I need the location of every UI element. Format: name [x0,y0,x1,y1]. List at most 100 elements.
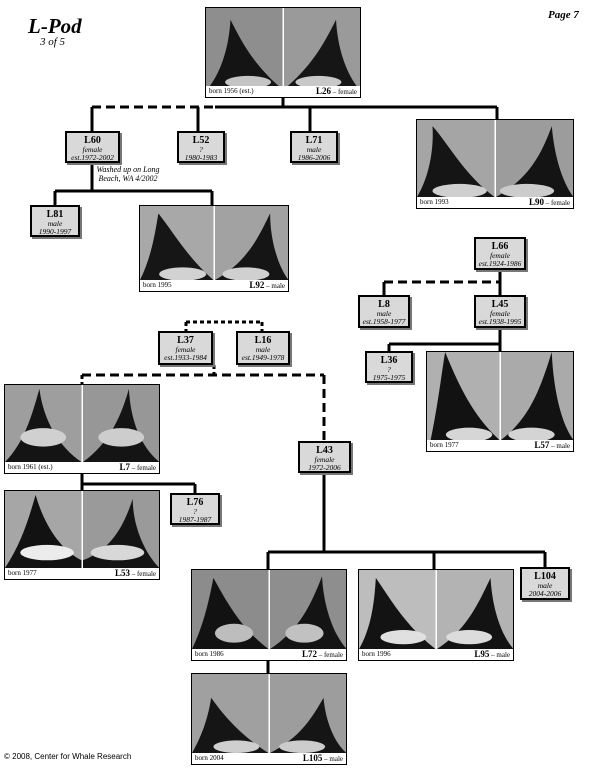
fin-photo-right [269,674,346,753]
page-title: L-Pod [28,14,82,38]
fin-photo-left [140,206,215,280]
fin-photo-right [82,385,159,462]
box-id: L16 [254,335,272,346]
fin-photo-left [192,570,270,649]
box-sex: female [314,455,335,464]
box-sex: male [537,581,553,590]
whale-id: L95 [474,649,490,659]
box-years: est.1924-1986 [478,259,522,268]
box-L71: L71 male 1986-2006 [290,131,338,163]
whale-id: L53 [114,568,130,578]
box-L52: L52 ? 1980-1983 [177,131,225,163]
born-text: born 1977 [8,569,37,577]
photo-L72: born 1986 L72 – female [191,569,347,661]
whale-sex: – female [318,651,343,659]
box-sex: male [47,219,63,228]
box-id: L71 [305,135,323,146]
whale-id: L57 [534,440,550,450]
fin-photo-right [82,491,159,568]
box-sex: male [255,345,271,354]
fin-photo-right [500,352,573,440]
box-years: 1987-1987 [178,515,212,524]
whale-id: L105 [302,753,323,763]
born-text: born 1977 [430,441,459,449]
whale-id: L7 [119,462,130,472]
copyright: © 2008, Center for Whale Research [4,752,132,761]
box-id: L104 [534,571,556,582]
box-id: L52 [192,135,210,146]
box-sex: female [490,251,510,260]
fin-photo-right [269,570,346,649]
box-years: est.1938-1995 [478,317,522,326]
photo-L53: born 1977 L53 – female [4,490,160,580]
box-L66: L66 female est.1924-1986 [474,237,526,270]
box-sex: ? [387,365,391,374]
fin-photo-left [427,352,501,440]
box-years: 1986-2006 [297,153,331,162]
whale-sex: – female [332,88,357,96]
box-years: est.1949-1978 [241,353,285,362]
box-sex: ? [193,507,197,516]
box-L76: L76 ? 1987-1987 [170,493,220,525]
box-sex: male [306,145,322,154]
box-years: 1990-1997 [38,227,72,236]
box-L45: L45 female est.1938-1995 [474,295,526,328]
box-id: L76 [186,497,204,508]
fin-photo-left [417,120,496,197]
box-sex: ? [199,145,203,154]
box-years: 2004-2006 [528,589,562,598]
box-L104: L104 male 2004-2006 [520,567,570,600]
box-sex: female [490,309,510,318]
fin-photo-left [359,570,437,649]
whale-id: L90 [528,197,544,207]
box-sex: female [82,145,103,154]
box-id: L36 [380,355,398,366]
box-years: 1975-1975 [372,373,406,382]
whale-sex: – female [131,570,156,578]
born-text: born 1996 [362,650,391,658]
whale-sex: – male [266,282,285,290]
fin-photo-left [206,8,284,86]
fin-photo-left [5,491,83,568]
photo-L7: born 1961 (est.) L7 – female [4,384,160,474]
box-id: L37 [177,335,194,346]
box-id: L43 [316,445,333,456]
box-sex: male [376,309,392,318]
whale-sex: – female [545,199,570,207]
photo-L57: born 1977 L57 – male [426,351,574,452]
whale-sex: – male [551,442,570,450]
box-L16: L16 male est.1949-1978 [236,331,290,365]
fin-photo-left [192,674,270,753]
box-id: L8 [378,299,390,310]
page-number: Page 7 [548,9,579,21]
box-id: L81 [46,209,64,220]
whale-sex: – female [131,464,156,472]
box-id: L60 [84,135,101,146]
box-L8: L8 male est.1958-1977 [358,295,410,328]
box-years: 1972-2006 [308,463,341,472]
whale-sex: – male [324,755,343,763]
l60-note: Washed up on Long Beach, WA 4/2002 [96,165,160,183]
box-L37: L37 female est.1933-1984 [158,331,213,365]
born-text: born 1956 (est.) [209,87,254,95]
whale-id: L92 [249,280,265,290]
photo-L26: born 1956 (est.) L26 – female [205,7,361,98]
box-L43: L43 female 1972-2006 [298,441,351,473]
box-L36: L36 ? 1975-1975 [365,351,413,383]
whale-id: L26 [315,86,331,96]
born-text: born 1961 (est.) [8,463,53,471]
box-years: 1980-1983 [184,153,218,162]
box-L60: L60 female est.1972-2002 [65,131,120,163]
fin-photo-right [283,8,360,86]
box-sex: female [175,345,196,354]
born-text: born 1986 [195,650,224,658]
box-id: L45 [491,299,509,310]
whale-id: L72 [301,649,317,659]
box-years: est.1933-1984 [164,353,207,362]
box-years: est.1972-2002 [71,153,114,162]
